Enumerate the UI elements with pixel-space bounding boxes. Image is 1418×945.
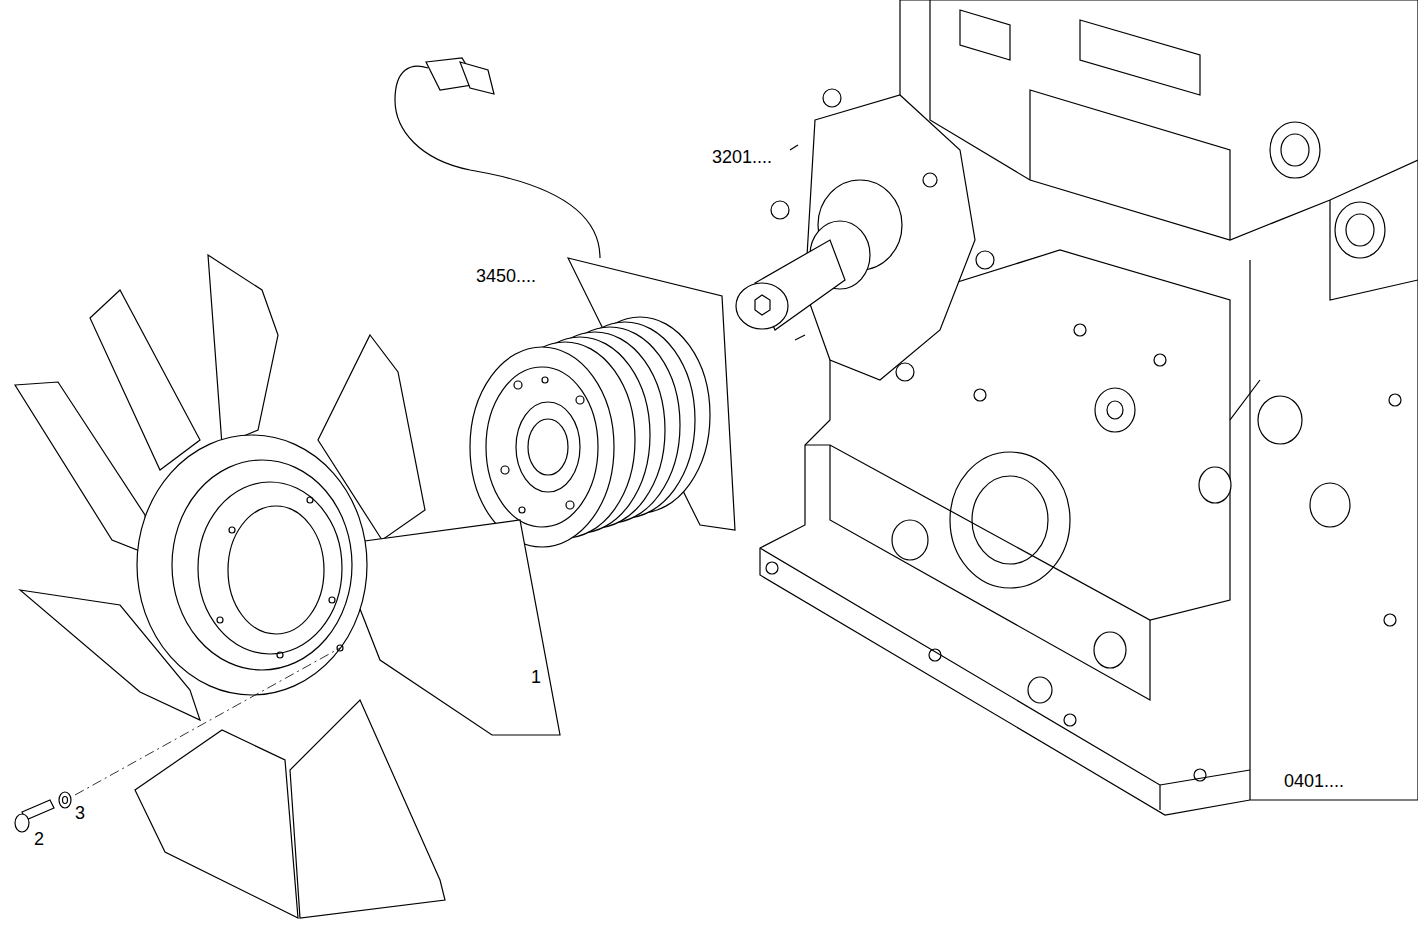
- engine-block: [760, 0, 1418, 815]
- group-number: 3201....: [710, 147, 774, 167]
- water-pump: [736, 89, 994, 381]
- group-number: 0401....: [1282, 771, 1346, 791]
- fan-clutch: [395, 58, 735, 547]
- callout-number: 2: [32, 829, 46, 849]
- callout-number: 3: [73, 803, 87, 823]
- cooling-fan: [15, 255, 560, 918]
- bolt-washer: [15, 648, 340, 832]
- group-number: 3450....: [474, 266, 538, 286]
- callout-number: 1: [529, 667, 543, 687]
